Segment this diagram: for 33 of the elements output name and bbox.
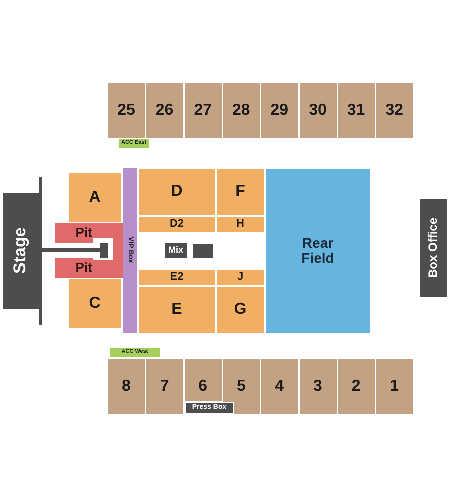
section-label: Pit — [74, 258, 94, 277]
seating-section: 4 — [261, 359, 298, 414]
stage: Stage — [3, 193, 39, 309]
section-label: Pit — [74, 224, 94, 242]
seating-section: 2 — [338, 359, 375, 414]
seating-section: 3 — [300, 359, 336, 414]
seating-section: D — [139, 169, 215, 215]
seating-section: D2 — [139, 217, 215, 232]
field-section: Rear Field — [266, 169, 370, 333]
seating-section: F — [217, 169, 264, 215]
seating-section: E2 — [139, 270, 215, 285]
seating-section: J — [217, 270, 264, 285]
seating-section: 6 — [184, 359, 222, 401]
box-office: Box Office — [420, 199, 447, 297]
seating-section: E — [139, 287, 215, 333]
seating-section: 25 — [108, 83, 145, 138]
seating-section: 32 — [376, 83, 414, 138]
mix-position: Mix — [165, 243, 187, 258]
seating-section: 1 — [376, 359, 414, 414]
seating-section: A — [69, 173, 121, 222]
pit-section — [55, 223, 123, 278]
seating-section: 28 — [222, 83, 260, 138]
seating-section: 8 — [108, 359, 145, 414]
seating-section: 26 — [146, 83, 184, 138]
seating-section: C — [69, 279, 121, 328]
equipment-block — [193, 244, 213, 258]
seating-section: H — [217, 217, 264, 232]
seating-section: 29 — [261, 83, 298, 138]
seating-section: G — [217, 287, 264, 333]
seating-section: 7 — [146, 359, 184, 414]
seating-section: 31 — [338, 83, 375, 138]
seating-section: 30 — [300, 83, 336, 138]
seating-section: 27 — [184, 83, 222, 138]
